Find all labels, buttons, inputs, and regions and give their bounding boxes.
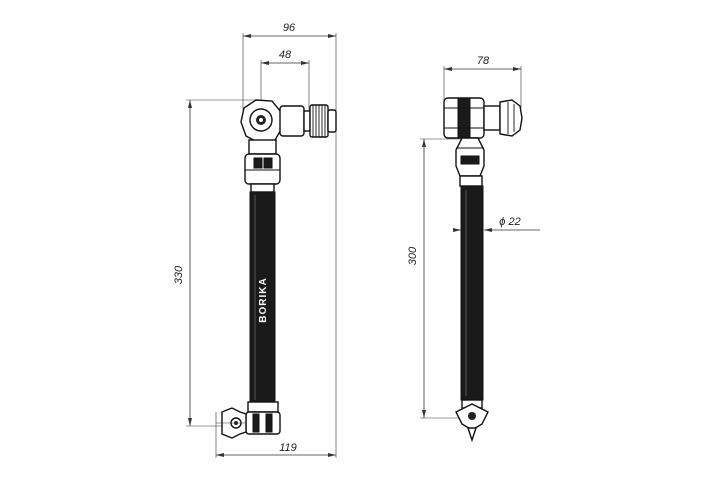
dim-front-width-head: 48 bbox=[260, 49, 310, 110]
dim-label-300: 300 bbox=[407, 246, 419, 265]
dim-label-diameter: ϕ 22 bbox=[499, 216, 520, 228]
side-view: 78 300 ϕ 22 bbox=[407, 55, 540, 443]
side-bottom-fitting bbox=[455, 399, 489, 443]
dim-front-bottom-width: 119 bbox=[215, 130, 337, 458]
dim-front-height: 330 bbox=[173, 99, 258, 427]
front-head-knob bbox=[240, 99, 283, 144]
dim-label-330: 330 bbox=[173, 265, 185, 284]
side-clamp bbox=[455, 137, 485, 187]
front-side-arm bbox=[279, 104, 337, 138]
dim-side-height: 300 bbox=[407, 138, 462, 419]
front-clamp-block bbox=[244, 139, 281, 193]
dim-label-119: 119 bbox=[279, 442, 297, 454]
side-head bbox=[443, 97, 523, 139]
dim-label-96: 96 bbox=[283, 22, 296, 34]
dim-front-width-total: 96 bbox=[242, 22, 337, 118]
front-view: 96 48 330 119 bbox=[173, 22, 337, 458]
front-main-tube: BORIKA bbox=[249, 191, 276, 403]
brand-label: BORIKA bbox=[258, 277, 269, 322]
dim-side-width: 78 bbox=[443, 55, 522, 108]
dim-label-48: 48 bbox=[279, 49, 292, 61]
front-bottom-connector bbox=[216, 401, 281, 439]
dim-side-diameter: ϕ 22 bbox=[453, 216, 540, 232]
side-main-tube bbox=[460, 185, 484, 401]
dim-label-78: 78 bbox=[477, 55, 490, 67]
